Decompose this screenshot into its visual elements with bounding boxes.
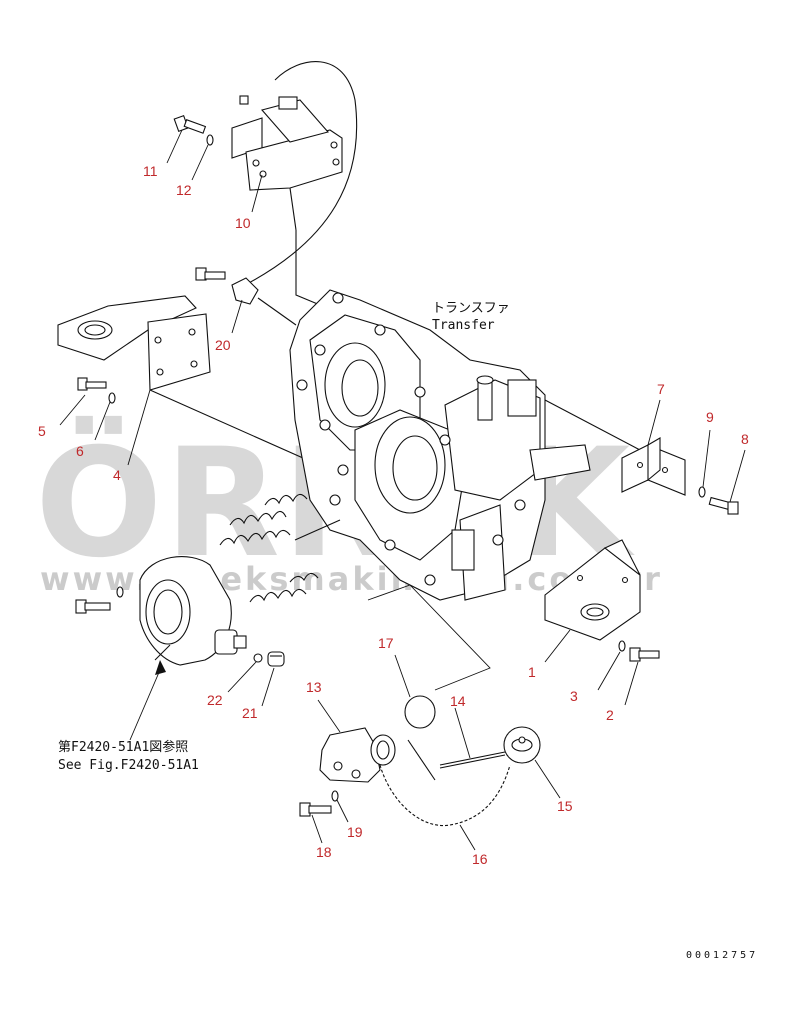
callout-20: 20 <box>215 337 231 353</box>
callout-3: 3 <box>570 688 578 704</box>
rod-14 <box>439 746 512 769</box>
reference-arrowhead <box>155 660 166 675</box>
cap-21 <box>267 651 285 667</box>
flange-assembly <box>139 556 247 666</box>
o-ring-17 <box>404 695 436 729</box>
harness-wire <box>244 61 358 286</box>
flange-bolt <box>75 586 124 614</box>
callout-11: 11 <box>143 163 158 179</box>
washer-19 <box>331 790 339 802</box>
chain-16 <box>379 764 511 827</box>
transfer-label-jp: トランスファ <box>432 301 510 316</box>
reference-arrow <box>129 669 161 741</box>
leader-lines <box>59 129 746 851</box>
bolt-8 <box>708 496 739 515</box>
transfer-case <box>289 289 641 601</box>
bolt-11 <box>173 114 207 134</box>
callout-1: 1 <box>528 664 536 680</box>
callout-2: 2 <box>606 707 614 723</box>
bolt-20 <box>195 267 297 326</box>
washer-6 <box>108 392 116 404</box>
transfer-label-en: Transfer <box>432 318 495 333</box>
callout-12: 12 <box>176 182 192 198</box>
cap-15 <box>503 726 541 764</box>
washer-9 <box>698 486 706 498</box>
callout-22: 22 <box>207 692 223 708</box>
housing-13 <box>319 727 436 783</box>
seal-22 <box>253 653 263 663</box>
callout-18: 18 <box>316 844 332 860</box>
washer-3 <box>618 640 626 652</box>
callout-19: 19 <box>347 824 363 840</box>
mount-1 <box>544 539 641 641</box>
callout-14: 14 <box>450 693 466 709</box>
bracket-10 <box>231 95 343 306</box>
reference-label-jp: 第F2420-51A1図参照 <box>58 739 188 755</box>
callout-6: 6 <box>76 443 84 459</box>
callout-13: 13 <box>306 679 322 695</box>
callout-15: 15 <box>557 798 573 814</box>
bolt-5 <box>77 377 107 391</box>
reference-label-en: See Fig.F2420-51A1 <box>58 758 199 773</box>
drawing-code: 00012757 <box>686 950 758 961</box>
bracket-4 <box>57 295 331 471</box>
callout-21: 21 <box>242 705 258 721</box>
callout-7: 7 <box>657 381 665 397</box>
callout-9: 9 <box>706 409 714 425</box>
assembly-guide <box>367 584 491 691</box>
gaskets <box>219 493 341 603</box>
callout-17: 17 <box>378 635 394 651</box>
callout-4: 4 <box>113 467 121 483</box>
bolt-2 <box>629 647 660 662</box>
callout-5: 5 <box>38 423 46 439</box>
callout-10: 10 <box>235 215 251 231</box>
callout-16: 16 <box>472 851 488 867</box>
callout-numbers: 11 12 10 20 5 6 4 7 9 8 1 3 2 22 21 13 1… <box>38 163 749 867</box>
callout-8: 8 <box>741 431 749 447</box>
washer-12 <box>206 134 214 146</box>
bolt-18 <box>299 802 332 817</box>
